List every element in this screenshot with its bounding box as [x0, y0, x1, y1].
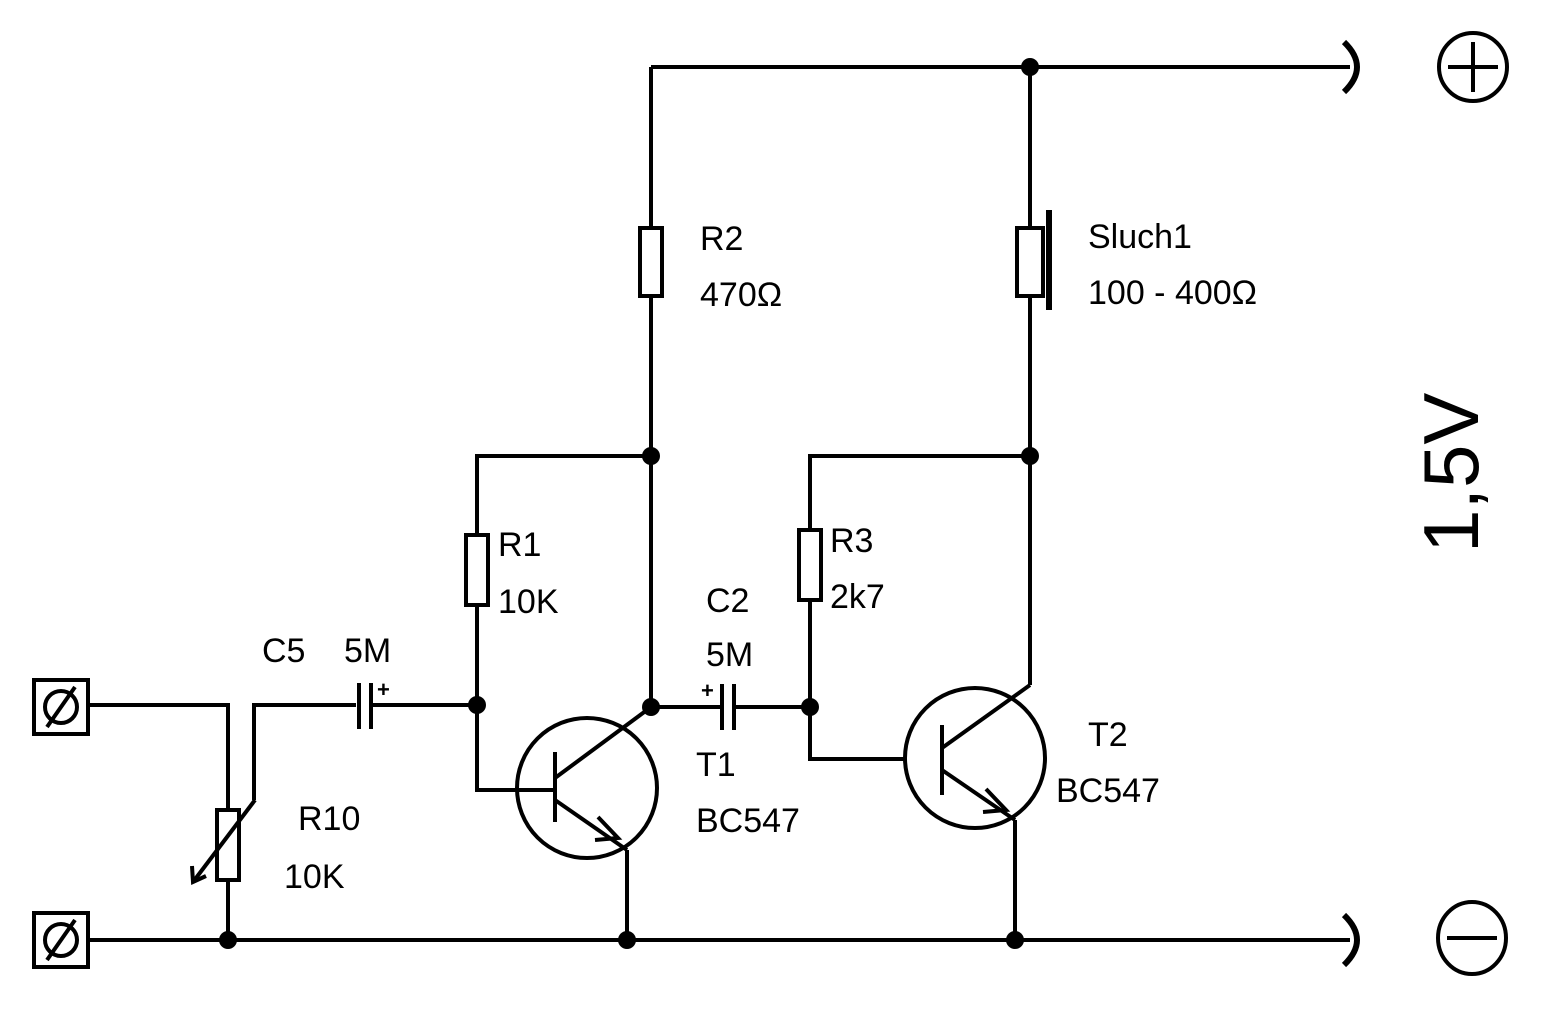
- r3-ref-label: R3: [830, 522, 873, 560]
- r1-ref-label: R1: [498, 526, 541, 564]
- supply-voltage-label: 1,5V: [1407, 393, 1495, 553]
- c2-plus-mark: +: [701, 678, 714, 703]
- junction-dot: [618, 931, 636, 949]
- t2-transistor: [903, 683, 1047, 940]
- r10-value-label: 10K: [284, 858, 345, 896]
- sluch1-value-label: 100 - 400Ω: [1088, 274, 1257, 312]
- junction-dot: [1006, 931, 1024, 949]
- junction-dot: [642, 447, 660, 465]
- c2-capacitor: [651, 684, 810, 730]
- t2-value-label: BC547: [1056, 772, 1160, 810]
- r2-resistor: [638, 226, 664, 707]
- r10-potentiometer: [190, 703, 356, 940]
- sluch1-earphone: [1015, 67, 1052, 685]
- t1-ref-label: T1: [696, 746, 736, 784]
- r1-resistor: [464, 454, 651, 792]
- junction-dots: [219, 58, 1039, 949]
- junction-dot: [468, 696, 486, 714]
- positive-rail: [649, 39, 1360, 228]
- minus-terminal-icon: [1436, 900, 1508, 976]
- junction-dot: [1021, 447, 1039, 465]
- c5-value-label: 5M: [344, 632, 391, 670]
- c5-capacitor: [357, 683, 477, 729]
- c5-plus-mark: +: [377, 677, 390, 702]
- c5-ref-label: C5: [262, 632, 305, 670]
- t1-transistor: [515, 705, 659, 940]
- junction-dot: [219, 931, 237, 949]
- t1-value-label: BC547: [696, 802, 800, 840]
- r2-value-label: 470Ω: [700, 276, 782, 314]
- c2-value-label: 5M: [706, 636, 753, 674]
- junction-dot: [1021, 58, 1039, 76]
- plus-terminal-icon: [1437, 31, 1509, 103]
- sluch1-ref-label: Sluch1: [1088, 218, 1192, 256]
- negative-rail: [90, 912, 1360, 968]
- t2-ref-label: T2: [1088, 716, 1128, 754]
- r1-value-label: 10K: [498, 583, 559, 621]
- c2-ref-label: C2: [706, 582, 749, 620]
- r3-resistor: [797, 454, 1030, 761]
- junction-dot: [642, 698, 660, 716]
- input-terminal-bottom[interactable]: [32, 911, 90, 969]
- r2-ref-label: R2: [700, 220, 743, 258]
- r10-ref-label: R10: [298, 800, 360, 838]
- input-terminal-top[interactable]: [32, 678, 230, 810]
- junction-dot: [801, 698, 819, 716]
- r3-value-label: 2k7: [830, 578, 885, 616]
